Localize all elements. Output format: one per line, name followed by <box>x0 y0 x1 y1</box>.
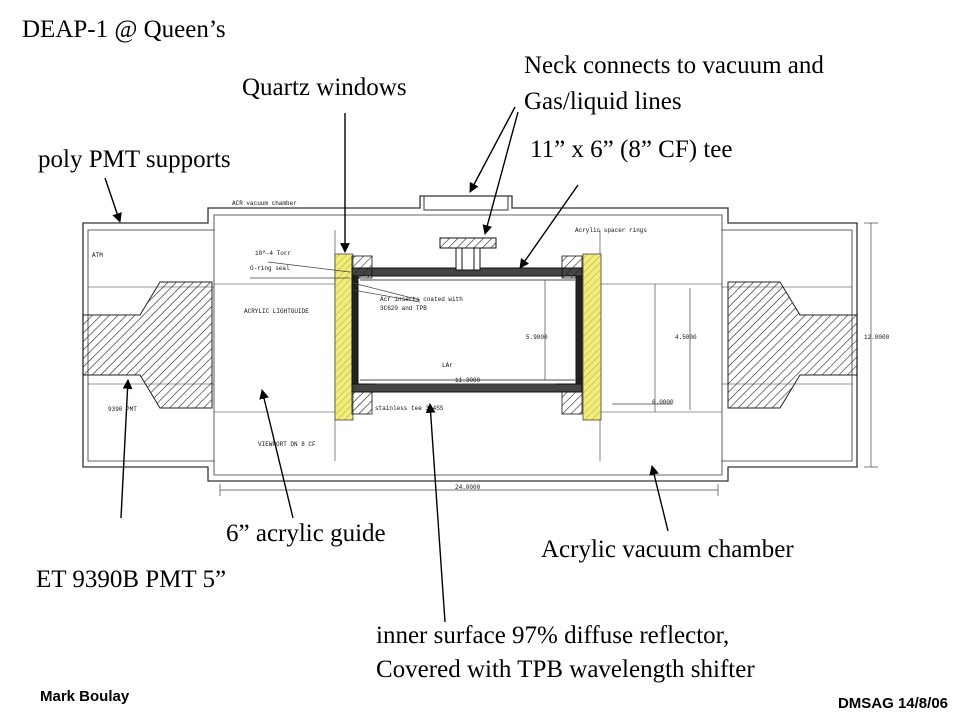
cad-dim-60: 6.0000 <box>652 399 674 406</box>
cad-stainless: stainless tee 304SS <box>375 405 444 412</box>
cad-acr-vacuum-chamber: ACR vacuum chamber <box>232 200 297 207</box>
cad-dim-45: 4.5000 <box>675 334 697 341</box>
label-quartz-windows: Quartz windows <box>242 74 407 101</box>
cad-dim-59: 5.9000 <box>526 334 548 341</box>
label-pmt: ET 9390B PMT 5” <box>36 566 227 593</box>
cad-pmt-9390: 9390 PMT <box>108 406 137 413</box>
cad-atm: ATM <box>92 252 103 259</box>
label-acrylic-guide: 6” acrylic guide <box>226 520 386 547</box>
label-pmt-supports: poly PMT supports <box>38 146 231 173</box>
left-quartz-window <box>334 253 354 421</box>
label-reflector-line2: Covered with TPB wavelength shifter <box>376 656 755 683</box>
right-pmt <box>727 281 858 409</box>
cad-oring: O-ring seal <box>250 265 290 272</box>
label-tee: 11” x 6” (8” CF) tee <box>530 136 733 163</box>
cad-acrylic-lightguide: ACRYLIC LIGHTGUIDE <box>244 308 309 315</box>
label-neck-line2: Gas/liquid lines <box>524 88 682 115</box>
right-quartz-window <box>582 253 602 421</box>
cad-torr: 10^-4 Torr <box>255 250 291 257</box>
cad-acrylic-spacer: Acrylic spacer rings <box>575 227 647 234</box>
page-title: DEAP-1 @ Queen’s <box>22 16 226 43</box>
neck <box>439 237 497 271</box>
footer-event: DMSAG 14/8/06 <box>837 695 948 712</box>
cad-acr-inserts-1: Acr inserts coated with <box>380 296 463 303</box>
dimension-lines <box>219 222 878 496</box>
label-reflector-line1: inner surface 97% diffuse reflector, <box>376 622 730 649</box>
cad-lar: LAr <box>442 362 453 369</box>
callout-arrows <box>104 106 669 623</box>
footer-author: Mark Boulay <box>40 688 130 705</box>
left-pmt <box>82 281 213 409</box>
label-neck-line1: Neck connects to vacuum and <box>524 52 824 79</box>
cad-dim-12: 12.0000 <box>864 334 890 341</box>
cad-acr-inserts-2: 3C620 and TPB <box>380 305 427 312</box>
cad-viewport: VIEWPORT DN 8 CF <box>258 441 316 448</box>
label-vacuum-chamber: Acrylic vacuum chamber <box>541 536 794 563</box>
outer-housing <box>82 195 858 482</box>
cad-dim-24: 24.0000 <box>455 484 481 491</box>
cad-dim-11: 11.3000 <box>455 377 481 384</box>
